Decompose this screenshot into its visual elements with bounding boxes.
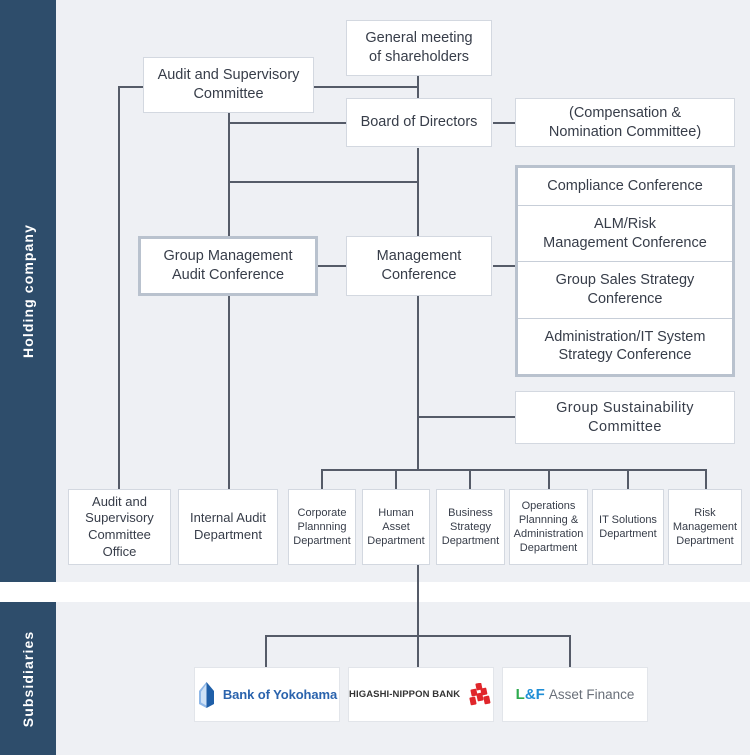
connector-audit-committee-spine [228,101,230,238]
connector-drop-bank-of-yokohama [265,635,267,667]
connector-management-to-conference-stack [493,265,516,267]
subsidiary-name-bank-of-yokohama: Bank of Yokohama [222,687,338,702]
lf-logo-text-asset-finance: Asset Finance [548,687,635,702]
connector-drop-human-asset [395,469,397,489]
connector-group-audit-to-management [317,265,346,267]
connector-audit-committee-to-shareholders-line [313,86,418,88]
connector-department-bus [321,469,707,471]
node-group-sustainability-committee[interactable]: Group Sustainability Committee [515,391,735,444]
node-compensation-nomination-committee[interactable]: (Compensation & Nomination Committee) [515,98,735,147]
connector-audit-to-management-level [228,181,418,183]
node-audit-and-supervisory-committee[interactable]: Audit and Supervisory Committee [143,57,314,113]
holding-company-rail-label: Holding company [20,224,36,358]
node-department-internal-audit[interactable]: Internal Audit Department [178,489,278,565]
node-management-conference[interactable]: Management Conference [346,236,492,296]
node-alm-risk-management-conference[interactable]: ALM/Risk Management Conference [518,205,732,263]
connector-board-spine [417,148,419,240]
connector-group-audit-down [228,295,230,489]
connector-subsidiary-bus [265,635,571,637]
lf-logo-letter-ampersand-f: &F [524,686,545,703]
node-department-operations-planning-administration[interactable]: Operations Plannning & Administration De… [509,489,588,565]
node-department-business-strategy[interactable]: Business Strategy Department [436,489,505,565]
conference-stack-group: Compliance Conference ALM/Risk Managemen… [515,165,735,377]
connector-left-rail-top [118,86,148,88]
subsidiary-card-bank-of-yokohama[interactable]: Bank of Yokohama [194,667,340,722]
subsidiary-card-higashi-nippon-bank[interactable]: HIGASHI-NIPPON BANK [348,667,494,722]
connector-management-spine [417,295,419,471]
subsidiary-name-higashi-nippon-bank: HIGASHI-NIPPON BANK [349,689,461,700]
node-group-management-audit-conference[interactable]: Group Management Audit Conference [141,239,315,293]
connector-drop-operations [548,469,550,489]
node-compliance-conference[interactable]: Compliance Conference [518,168,732,206]
node-group-sales-strategy-conference[interactable]: Group Sales Strategy Conference [518,262,732,319]
connector-drop-business-strategy [469,469,471,489]
connector-board-to-compensation [493,122,516,124]
connector-shareholders-to-board [417,76,419,98]
connector-drop-higashi-nippon-bank [569,635,571,667]
node-group-management-audit-conference-frame: Group Management Audit Conference [138,236,318,296]
connector-holding-to-subsidiaries-spine [417,565,419,667]
yokohama-leaf-icon [198,681,214,708]
connector-audit-committee-to-board [228,122,346,124]
lf-logo-letter-l: L [515,686,525,703]
node-department-human-asset[interactable]: Human Asset Department [362,489,430,565]
connector-left-rail-vertical [118,86,120,489]
node-general-meeting-of-shareholders[interactable]: General meeting of shareholders [346,20,492,76]
subsidiaries-rail-label: Subsidiaries [20,630,36,727]
node-department-corporate-planning[interactable]: Corporate Plannning Department [288,489,356,565]
subsidiaries-rail: Subsidiaries [0,602,56,755]
node-department-audit-supervisory-committee-office[interactable]: Audit and Supervisory Committee Office [68,489,171,565]
holding-company-rail: Holding company [0,0,56,582]
node-administration-it-system-strategy-conference[interactable]: Administration/IT System Strategy Confer… [518,318,732,375]
connector-drop-it-solutions [627,469,629,489]
node-department-risk-management[interactable]: Risk Management Department [668,489,742,565]
connector-drop-risk-management [705,469,707,489]
connector-drop-corporate-planning [321,469,323,489]
node-board-of-directors[interactable]: Board of Directors [346,98,492,147]
higashi-nippon-cluster-icon [469,682,491,705]
connector-management-to-sustainability [417,416,516,418]
node-department-it-solutions[interactable]: IT Solutions Department [592,489,664,565]
